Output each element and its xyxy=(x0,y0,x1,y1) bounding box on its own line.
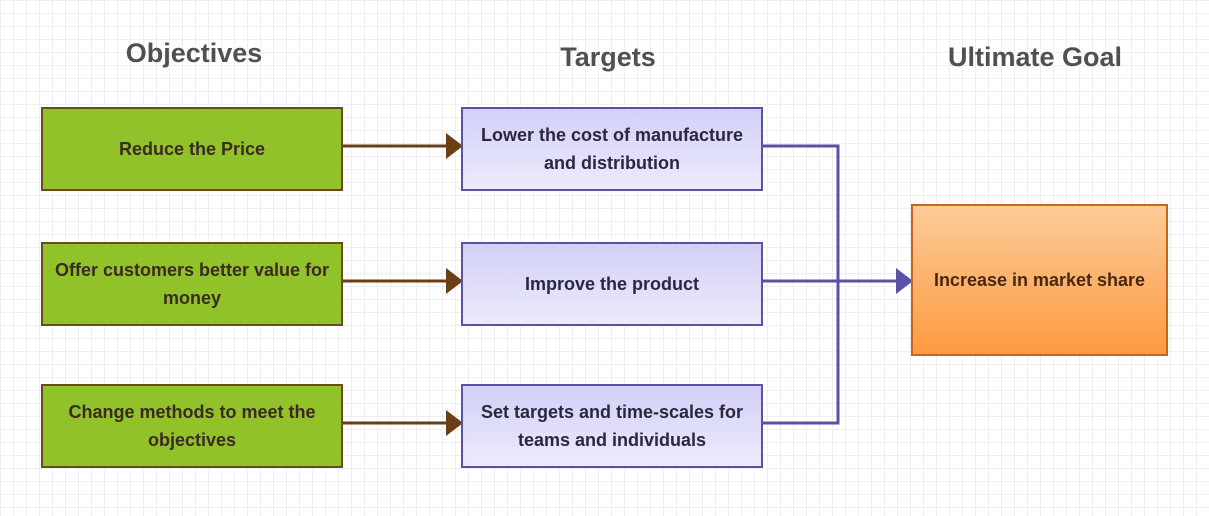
arrow-objective-3-to-target-3 xyxy=(343,410,463,436)
objective-reduce-price: Reduce the Price xyxy=(41,107,343,191)
target-set-targets: Set targets and time-scales for teams an… xyxy=(461,384,763,468)
arrow-objective-1-to-target-1 xyxy=(343,133,463,159)
arrow-objective-2-to-target-2 xyxy=(343,268,463,294)
heading-objectives: Objectives xyxy=(125,38,263,68)
target-lower-cost: Lower the cost of manufacture and distri… xyxy=(461,107,763,191)
objective-change-methods: Change methods to meet the objectives xyxy=(41,384,343,468)
heading-ultimate-goal: Ultimate Goal xyxy=(947,42,1123,72)
heading-targets: Targets xyxy=(560,42,656,72)
goal-increase-market-share: Increase in market share xyxy=(911,204,1168,356)
target-improve-product: Improve the product xyxy=(461,242,763,326)
connector-targets-to-goal xyxy=(763,144,913,425)
objective-better-value: Offer customers better value for money xyxy=(41,242,343,326)
